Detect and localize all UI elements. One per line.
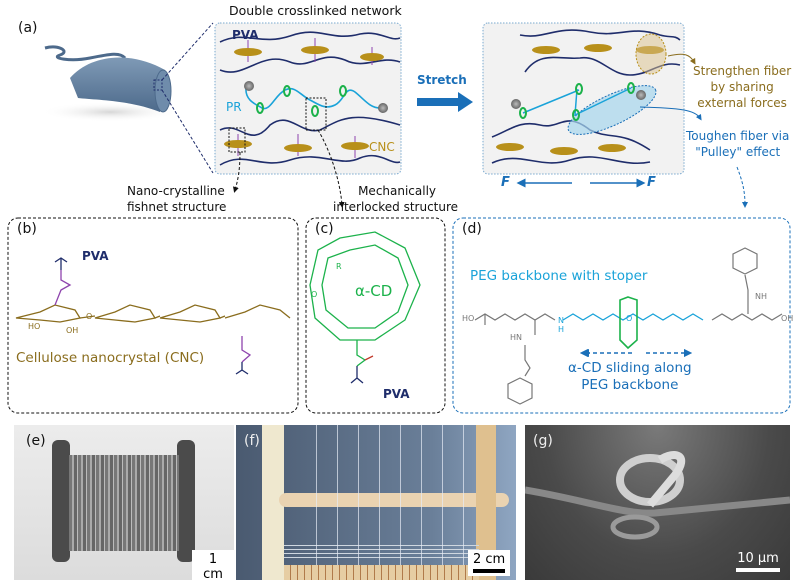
panel-d-frame (452, 217, 791, 414)
toughen-annotation: Toughen fiber via "Pulley" effect (686, 128, 789, 160)
stopper-left (474, 313, 556, 405)
sliding-annotation: α-CD sliding along PEG backbone (568, 360, 692, 394)
sem-knot-drawing (525, 451, 790, 540)
alpha-cd-ring (309, 231, 421, 341)
scale-text-f: 2 cm (473, 552, 506, 567)
fishnet-line-2: fishnet structure (127, 200, 227, 214)
fiber-illustration (40, 22, 214, 174)
cd-ring-on-peg (619, 296, 638, 350)
chem-ho: HO (28, 322, 41, 331)
chem-ho-d: HO (462, 314, 475, 323)
force-left-label: F (501, 175, 510, 190)
fishnet-annotation: Nano-crystalline fishnet structure (127, 183, 226, 215)
fishnet-line-1: Nano-crystalline (127, 184, 225, 198)
chem-n-d: N (558, 316, 564, 325)
cnc-label: CNC (369, 140, 395, 154)
strengthen-line-3: external forces (697, 96, 787, 110)
interlocked-line-2: interlocked structure (333, 200, 459, 214)
photo-sem-knot: (g) 10 µm (525, 425, 790, 580)
interlocked-annotation: Mechanically interlocked structure (333, 183, 458, 215)
strengthen-annotation: Strengthen fiber by sharing external for… (693, 63, 791, 111)
force-right-label: F (647, 175, 656, 190)
cnc-name-label: Cellulose nanocrystal (CNC) (16, 350, 205, 366)
network-box-stretched (482, 22, 748, 208)
panel-b-label: (b) (17, 221, 37, 237)
chem-o: O (86, 312, 93, 321)
panel-b-frame (7, 217, 299, 414)
cnc-structure (15, 304, 291, 323)
pva-label: PVA (232, 28, 259, 42)
panel-g-label: (g) (533, 433, 553, 449)
panel-c-label: (c) (315, 221, 334, 237)
pr-label: PR (226, 100, 242, 114)
pva-label-b: PVA (82, 249, 109, 263)
scale-bar-e: 1 cm (192, 550, 234, 580)
panel-c-frame (305, 217, 446, 414)
network-box-relaxed (214, 22, 402, 208)
panel-a-label: (a) (18, 20, 38, 36)
chem-r: R (336, 262, 342, 271)
stretch-arrow (417, 92, 473, 112)
sliding-line-1: α-CD sliding along (568, 360, 692, 376)
network-title: Double crosslinked network (229, 3, 402, 18)
peg-backbone (562, 313, 704, 321)
strengthen-line-1: Strengthen fiber (693, 64, 792, 78)
panel-f-label: (f) (244, 433, 260, 449)
chem-o-d: O (626, 314, 633, 323)
interlocked-line-1: Mechanically (358, 184, 437, 198)
peg-title-label: PEG backbone with stoper (470, 268, 648, 284)
scale-text-e: 1 cm (203, 552, 223, 580)
chem-nh-d: NH (755, 292, 767, 301)
chem-h-d: H (558, 325, 565, 334)
chem-hn-d: HN (510, 333, 522, 342)
photo-spool: (e) 1 cm (14, 425, 234, 580)
chem-o-c: O (311, 290, 318, 299)
sliding-line-2: PEG backbone (581, 377, 679, 393)
stopper-right (711, 247, 783, 321)
scale-bar-g: 10 µm (736, 551, 780, 572)
stretch-label: Stretch (417, 73, 467, 87)
scale-bar-f: 2 cm (468, 550, 511, 576)
strengthen-line-2: by sharing (710, 80, 774, 94)
pva-link-top (54, 257, 68, 270)
panel-d-label: (d) (462, 221, 482, 237)
scale-text-g: 10 µm (737, 551, 779, 566)
chem-oh-d: OH (781, 314, 794, 323)
toughen-line-1: Toughen fiber via (686, 129, 790, 143)
toughen-line-2: "Pulley" effect (695, 145, 781, 159)
panel-e-label: (e) (26, 433, 46, 449)
photo-loom: (f) 2 cm (236, 425, 516, 580)
alpha-cd-label: α-CD (355, 282, 393, 300)
chem-oh: OH (66, 326, 79, 335)
pva-label-c: PVA (383, 387, 410, 401)
